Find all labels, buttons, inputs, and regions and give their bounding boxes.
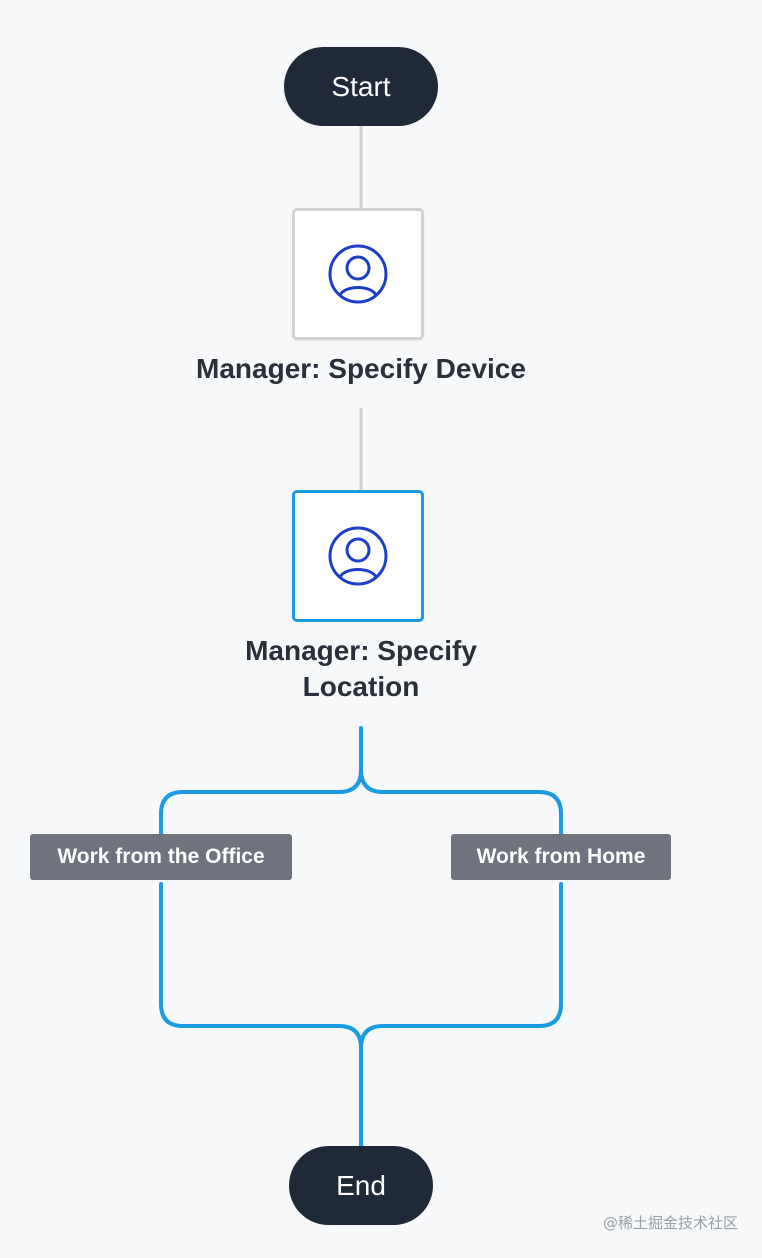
merge-connector	[159, 882, 563, 1148]
branch-work-from-office[interactable]: Work from the Office	[30, 834, 292, 880]
branch-label: Work from Home	[476, 845, 646, 868]
branch-work-from-home[interactable]: Work from Home	[451, 834, 671, 880]
branch-label: Work from the Office	[57, 845, 265, 868]
user-circle-icon	[328, 526, 388, 586]
split-connector	[159, 726, 563, 836]
task-specify-location[interactable]	[292, 490, 424, 622]
end-label: End	[336, 1169, 386, 1201]
start-node[interactable]: Start	[284, 47, 438, 126]
task-specify-device[interactable]	[292, 208, 424, 340]
task-label-specify-device: Manager: Specify Device	[196, 353, 526, 384]
start-label: Start	[331, 70, 391, 102]
task-label-specify-location: Manager: Specify Location	[245, 635, 477, 702]
user-circle-icon	[328, 244, 388, 304]
watermark: @稀土掘金技术社区	[602, 1214, 738, 1232]
end-node[interactable]: End	[289, 1146, 433, 1225]
